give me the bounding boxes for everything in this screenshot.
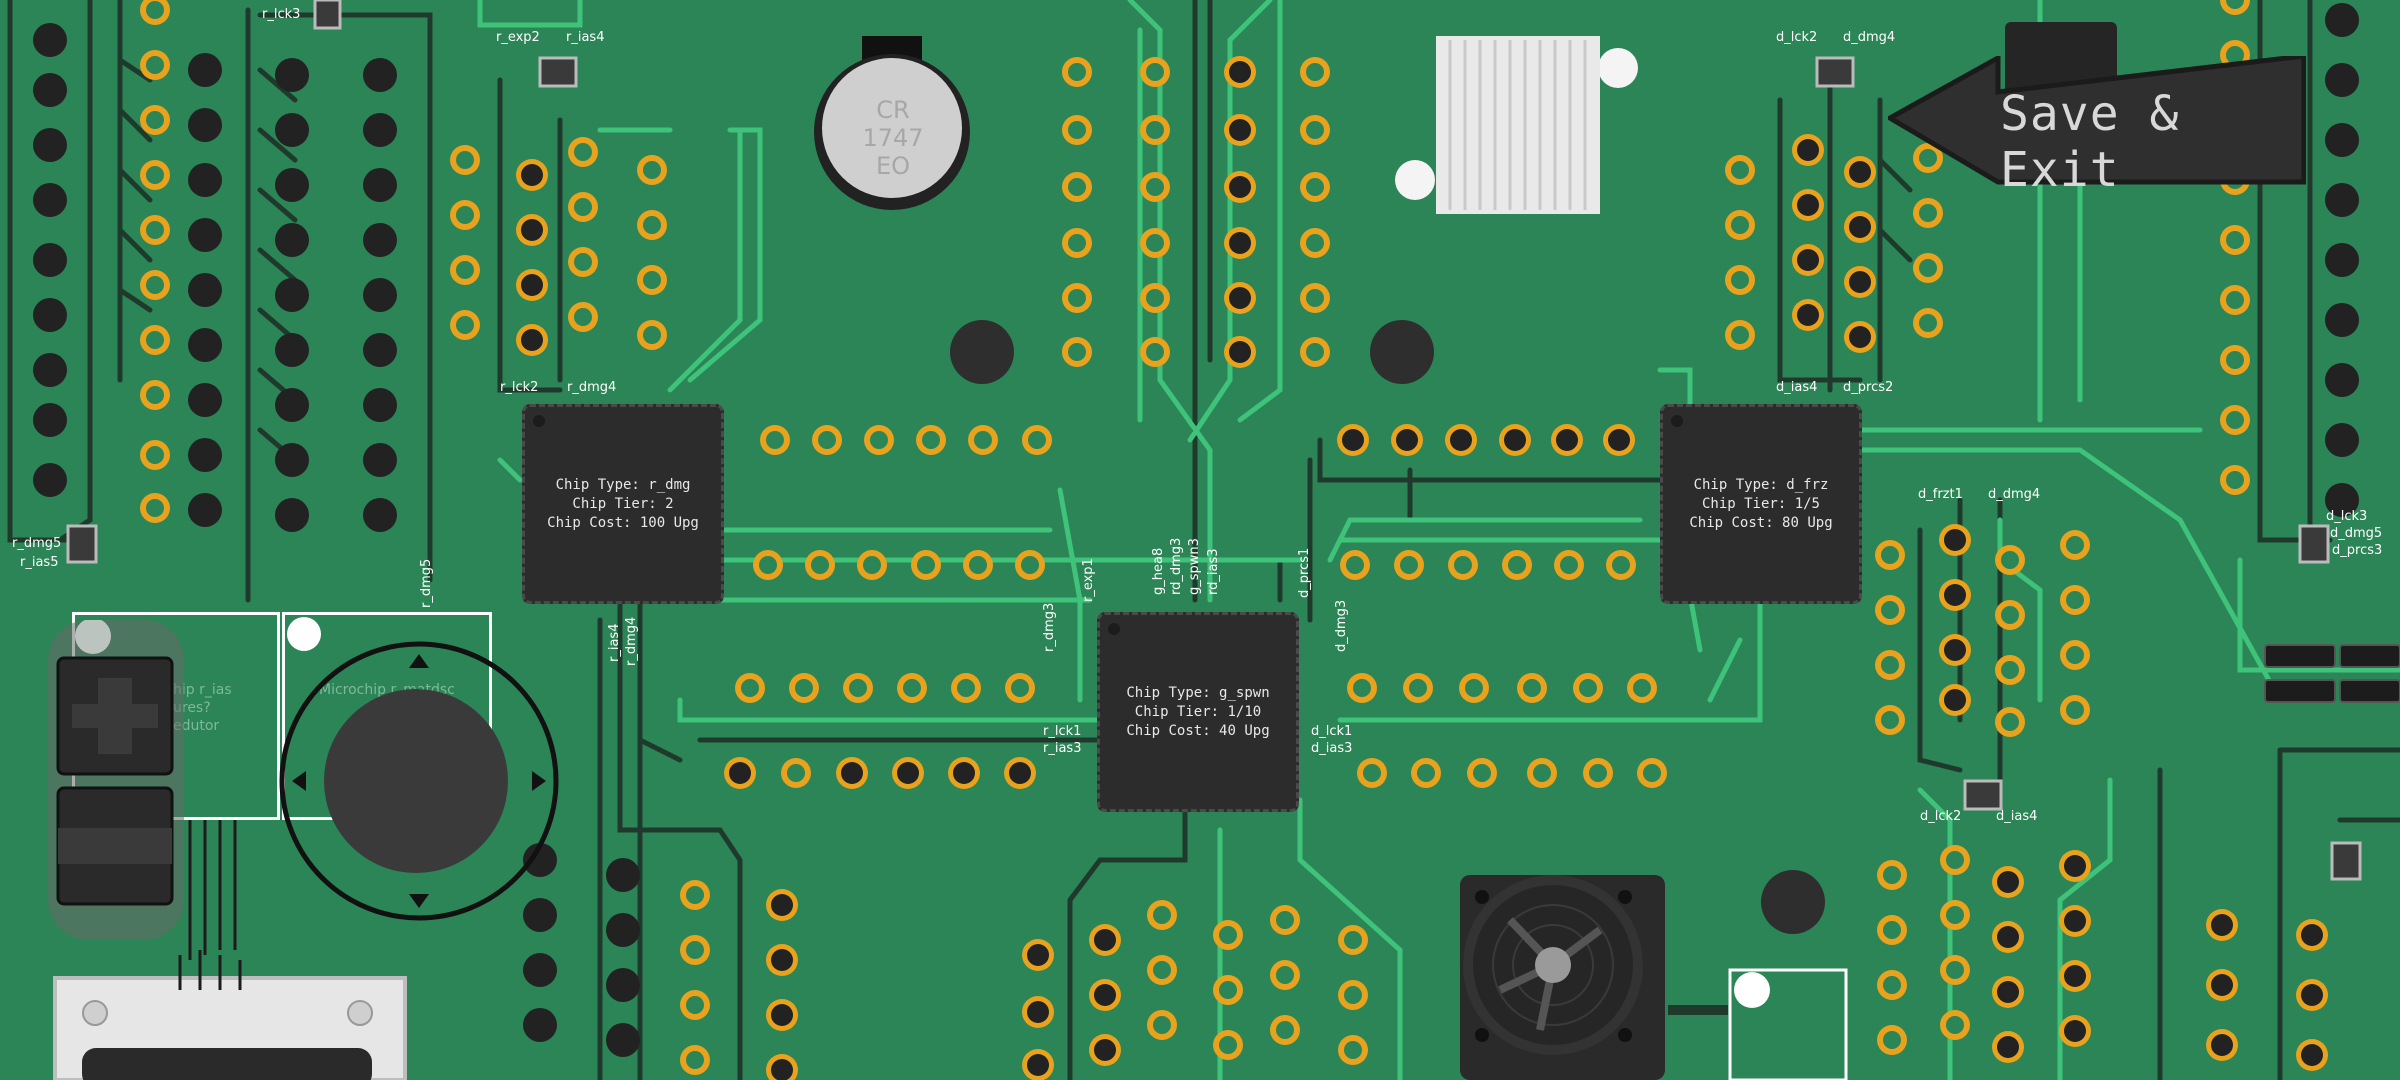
- chip-tier: Chip Tier: 2: [572, 495, 674, 512]
- virtual-joystick[interactable]: [276, 638, 562, 924]
- trace-label: r_exp1: [1081, 558, 1096, 602]
- trace-label: d_frzt1: [1918, 487, 1963, 502]
- trace-label: r_lck2: [500, 380, 539, 395]
- trace-label: d_dmg4: [1988, 487, 2041, 502]
- trace-label: d_lck2: [1776, 30, 1818, 45]
- chip-tier: Chip Tier: 1/5: [1701, 495, 1820, 512]
- chip-d-frz[interactable]: Chip Type: d_frz Chip Tier: 1/5 Chip Cos…: [1660, 404, 1862, 604]
- trace-label: g_hea8: [1151, 547, 1166, 595]
- slot-text-line: hip r_ias: [173, 682, 232, 698]
- battery-text-line: CR: [876, 96, 910, 124]
- trace-label: g_spwn3: [1187, 538, 1202, 595]
- chip-cost: Chip Cost: 100 Upg: [547, 514, 699, 531]
- battery-text-line: 1747: [862, 124, 924, 152]
- trace-label: d_prcs3: [2332, 543, 2383, 558]
- trace-label: r_lck1: [1043, 724, 1082, 739]
- trace-label: r_dmg4: [624, 616, 639, 666]
- save-exit-label: Save & Exit: [2000, 86, 2180, 198]
- slot-text-line: edutor: [173, 718, 220, 734]
- chip-type: Chip Type: d_frz: [1693, 476, 1829, 493]
- trace-label: d_ias4: [1776, 380, 1818, 395]
- trace-label: r_ias3: [1043, 741, 1082, 756]
- chip-g-spwn[interactable]: Chip Type: g_spwn Chip Tier: 1/10 Chip C…: [1097, 612, 1299, 812]
- trace-label: r_exp2: [496, 30, 540, 45]
- trace-label: r_dmg5: [419, 558, 434, 608]
- battery-label: CR 1747 EO: [855, 96, 931, 180]
- trace-label: d_lck2: [1920, 809, 1962, 824]
- save-exit-button[interactable]: Save & Exit: [1888, 56, 2306, 198]
- trace-label: d_dmg5: [2330, 526, 2383, 541]
- trace-label: d_dmg3: [1334, 599, 1349, 652]
- battery-text-line: EO: [875, 152, 911, 180]
- trace-label: d_lck3: [2326, 509, 2368, 524]
- trace-label: d_ias3: [1311, 741, 1353, 756]
- chip-cost: Chip Cost: 80 Upg: [1689, 514, 1833, 531]
- trace-label: rd_dmg3: [1169, 537, 1184, 595]
- trace-label: r_ias4: [607, 623, 622, 662]
- trace-label: r_dmg3: [1042, 602, 1057, 652]
- trace-label: d_lck1: [1311, 724, 1353, 739]
- trace-label: r_dmg4: [567, 380, 617, 395]
- trace-label: r_ias4: [566, 30, 605, 45]
- trace-label: d_prcs2: [1843, 380, 1894, 395]
- trace-label: d_prcs1: [1297, 547, 1312, 598]
- chip-type: Chip Type: r_dmg: [555, 476, 691, 493]
- chip-type: Chip Type: g_spwn: [1126, 684, 1270, 701]
- trace-label: rd_ias3: [1206, 548, 1221, 596]
- chip-tier: Chip Tier: 1/10: [1134, 703, 1262, 720]
- slot-marker: [287, 617, 321, 651]
- trace-label: d_ias4: [1996, 809, 2038, 824]
- trace-label: r_lck3: [262, 7, 301, 22]
- trace-label: d_dmg4: [1843, 30, 1896, 45]
- chip-cost: Chip Cost: 40 Upg: [1126, 722, 1270, 739]
- trace-label: r_ias5: [20, 555, 59, 570]
- dpad-control[interactable]: [48, 618, 184, 940]
- chip-r-dmg[interactable]: Chip Type: r_dmg Chip Tier: 2 Chip Cost:…: [522, 404, 724, 604]
- trace-label: r_dmg5: [12, 536, 62, 551]
